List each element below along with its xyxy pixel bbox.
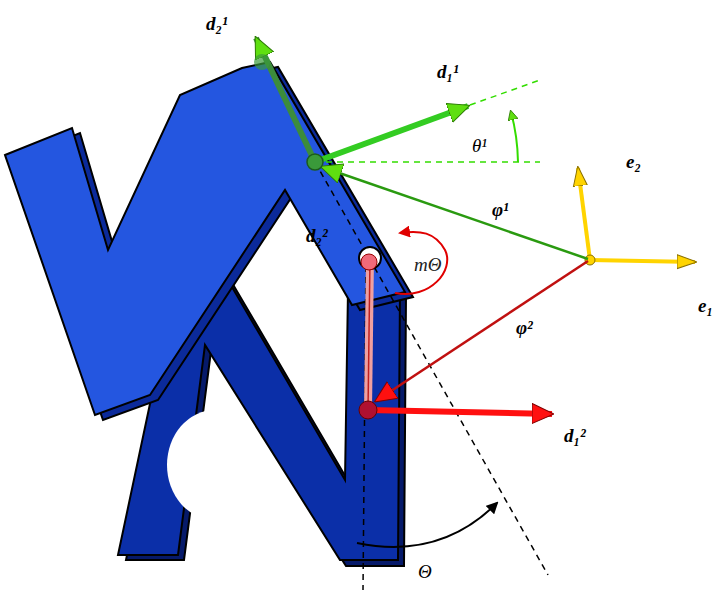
symbol-label: Θ [418, 562, 432, 583]
symbol-label: d₂² [306, 226, 328, 247]
symbol-label: mΘ [414, 255, 441, 276]
symbol-label: d₁¹ [437, 62, 459, 83]
symbol-label: d₁² [564, 426, 586, 447]
symbol-label: e₁ [698, 296, 713, 317]
symbol-label: φ² [516, 318, 533, 339]
symbol-label: φ¹ [492, 200, 509, 221]
symbol-label: θ¹ [472, 136, 487, 157]
symbol-label: e₂ [626, 152, 641, 173]
symbol-label: d₂¹ [206, 14, 228, 35]
